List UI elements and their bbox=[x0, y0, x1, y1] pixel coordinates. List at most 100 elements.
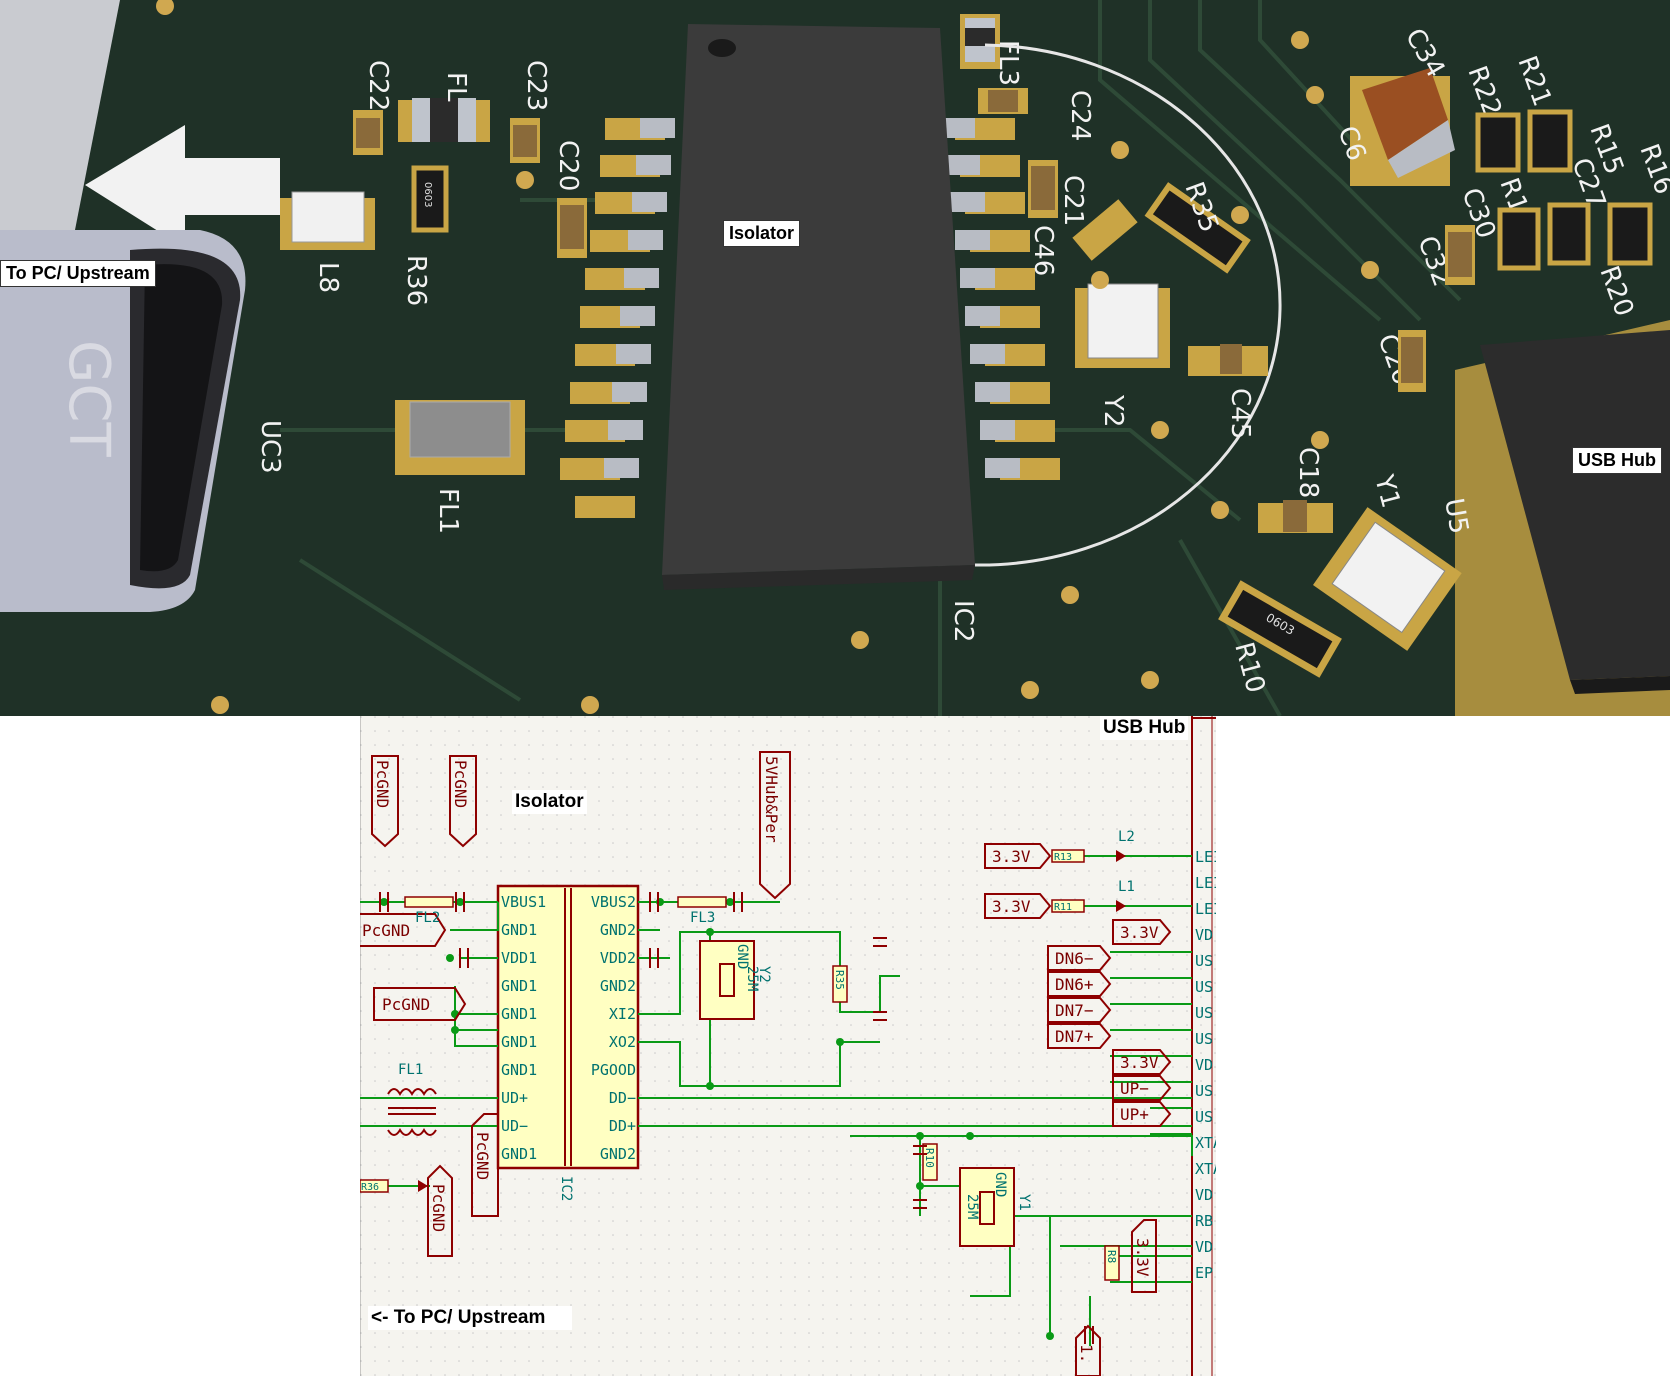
pcb-vias bbox=[156, 0, 1379, 714]
svg-text:PcGND: PcGND bbox=[362, 921, 410, 940]
ic2-pin-left-3: VDD1 bbox=[501, 949, 537, 967]
svg-text:DN7+: DN7+ bbox=[1055, 1027, 1094, 1046]
silk-c24: C24 bbox=[1065, 90, 1095, 141]
silk-c45: C45 bbox=[1225, 388, 1255, 439]
svg-text:DN6−: DN6− bbox=[1055, 949, 1094, 968]
pcb-3d-view: GCT UC3 L8 C22 FL C23 0603 R36 C20 FL1 bbox=[0, 0, 1670, 717]
v33-flag-3: 3.3V bbox=[1112, 919, 1172, 945]
arrow-icon bbox=[85, 125, 280, 248]
pcgnd-flag-1: PcGND bbox=[371, 755, 399, 848]
schematic-canvas: VBUS1 GND1 VDD1 GND1 GND1 GND1 GND1 UD+ … bbox=[359, 716, 1222, 1377]
svg-text:DN6+: DN6+ bbox=[1055, 975, 1094, 994]
svg-text:US: US bbox=[1195, 978, 1213, 996]
y2-gnd: GND bbox=[734, 944, 750, 969]
ic2-pin-left-4: GND1 bbox=[501, 977, 537, 995]
svg-text:US: US bbox=[1195, 1004, 1213, 1022]
pcgnd-flag-6: PcGND bbox=[427, 1164, 453, 1257]
hub-power-flag: 5VHub&Per bbox=[759, 751, 791, 900]
enclosure-edge bbox=[0, 0, 120, 230]
v33-flag-2: 3.3V bbox=[984, 893, 1052, 919]
svg-text:3.3V: 3.3V bbox=[1133, 1238, 1152, 1277]
sch-label-upstream: <- To PC/ Upstream bbox=[368, 1306, 572, 1330]
y1-gnd: GND bbox=[992, 1172, 1008, 1197]
dn6m-flag: DN6− bbox=[1047, 945, 1112, 971]
ic2-pin-right-6: XO2 bbox=[609, 1033, 636, 1051]
ic2-symbol: VBUS1 GND1 VDD1 GND1 GND1 GND1 GND1 UD+ … bbox=[496, 884, 640, 1201]
silk-fl1: FL1 bbox=[433, 488, 463, 534]
ic2-pin-left-10: GND1 bbox=[501, 1145, 537, 1163]
l2-ref: L2 bbox=[1118, 829, 1135, 845]
svg-text:LEI: LEI bbox=[1195, 848, 1216, 866]
pcgnd-flag-5: PcGND bbox=[471, 1113, 499, 1217]
svg-text:UP+: UP+ bbox=[1120, 1105, 1149, 1124]
gct-mark: GCT bbox=[56, 340, 121, 457]
v33-flag-4: 3.3V bbox=[1112, 1049, 1172, 1075]
silk-fl: FL bbox=[441, 72, 471, 102]
svg-text:PcGND: PcGND bbox=[473, 1132, 492, 1180]
callout-usb-hub: USB Hub bbox=[1572, 447, 1662, 474]
silk-keepout-arc bbox=[974, 43, 1282, 567]
svg-text:R11: R11 bbox=[1054, 902, 1072, 913]
silk-c20: C20 bbox=[553, 140, 583, 191]
silk-l8: L8 bbox=[313, 262, 343, 293]
svg-text:VD: VD bbox=[1195, 1238, 1213, 1256]
schematic-view: VBUS1 GND1 VDD1 GND1 GND1 GND1 GND1 UD+ … bbox=[359, 716, 1222, 1377]
callout-isolator: Isolator bbox=[723, 220, 801, 247]
fl2-ref: FL2 bbox=[415, 910, 440, 926]
ic2-pin-left-2: GND1 bbox=[501, 921, 537, 939]
ic2-pin-right-8: DD− bbox=[609, 1089, 636, 1107]
ic2-pin-left-5: GND1 bbox=[501, 1005, 537, 1023]
svg-text:PcGND: PcGND bbox=[451, 760, 470, 808]
usb-c-connector: GCT bbox=[0, 230, 246, 612]
sch-label-isolator: Isolator bbox=[512, 790, 587, 814]
ic2-pin-right-5: XI2 bbox=[609, 1005, 636, 1023]
callout-upstream: To PC/ Upstream bbox=[0, 260, 156, 287]
silk-c23: C23 bbox=[521, 60, 551, 111]
ic2-pin-right-3: VDD2 bbox=[600, 949, 636, 967]
fl1-common-mode-choke: FL1 bbox=[387, 1062, 437, 1136]
svg-text:VD: VD bbox=[1195, 926, 1213, 944]
ic2-pin-right-4: GND2 bbox=[600, 977, 636, 995]
ic2-pin-right-1: VBUS2 bbox=[591, 893, 636, 911]
r36-body-mark: 0603 bbox=[422, 182, 433, 207]
ic2-pin-left-7: GND1 bbox=[501, 1061, 537, 1079]
led-l1-branch: R11 L1 bbox=[1051, 879, 1135, 913]
hub-pin-names: LEI LEI LEI VD US US US US VD US US XTA … bbox=[1195, 848, 1222, 1282]
ic2-pin-left-1: VBUS1 bbox=[501, 893, 546, 911]
svg-text:UP−: UP− bbox=[1120, 1079, 1149, 1098]
led-l2-branch: R13 L2 bbox=[1051, 829, 1135, 863]
svg-text:XTA: XTA bbox=[1195, 1160, 1216, 1178]
y1-value: 25M bbox=[964, 1194, 980, 1219]
dn6p-flag: DN6+ bbox=[1047, 971, 1112, 997]
svg-text:FL1: FL1 bbox=[398, 1062, 423, 1078]
y2-value: 25M bbox=[744, 966, 760, 991]
silk-c18: C18 bbox=[1293, 447, 1323, 498]
sch-label-usb-hub: USB Hub bbox=[1100, 716, 1189, 740]
ic2-pin-right-10: GND2 bbox=[600, 1145, 636, 1163]
pcb-render: GCT UC3 L8 C22 FL C23 0603 R36 C20 FL1 bbox=[0, 0, 1670, 717]
v33-flag-5: 3.3V bbox=[1131, 1219, 1157, 1293]
silk-r36: R36 bbox=[401, 255, 431, 306]
pcb-traces bbox=[280, 0, 1462, 717]
ic2-pin-left-8: UD+ bbox=[501, 1089, 528, 1107]
pcgnd-flag-4: PcGND bbox=[373, 987, 467, 1021]
svg-text:DN7−: DN7− bbox=[1055, 1001, 1094, 1020]
dn7m-flag: DN7− bbox=[1047, 997, 1112, 1023]
silk-y2: Y2 bbox=[1098, 394, 1128, 427]
svg-text:PcGND: PcGND bbox=[382, 995, 430, 1014]
pcgnd-flag-2: PcGND bbox=[449, 755, 477, 848]
silk-c46: C46 bbox=[1028, 225, 1058, 276]
silk-uc3: UC3 bbox=[255, 420, 285, 474]
silk-ic2: IC2 bbox=[948, 600, 978, 642]
u5-usb-hub-chip bbox=[1455, 320, 1670, 716]
svg-text:3.3V: 3.3V bbox=[992, 897, 1031, 916]
silk-u5: U5 bbox=[1438, 496, 1474, 536]
y1-crystal: Y1 GND 25M bbox=[959, 1167, 1032, 1247]
pcgnd-flag-3: PcGND bbox=[360, 913, 447, 947]
svg-text:RB: RB bbox=[1195, 1212, 1213, 1230]
svg-text:XTA: XTA bbox=[1195, 1134, 1216, 1152]
svg-text:3.3V: 3.3V bbox=[1120, 923, 1159, 942]
ic2-pin-right-7: PGOOD bbox=[591, 1061, 636, 1079]
up-plus-flag: UP+ bbox=[1112, 1101, 1172, 1127]
svg-text:5VHub&Per: 5VHub&Per bbox=[762, 756, 781, 843]
